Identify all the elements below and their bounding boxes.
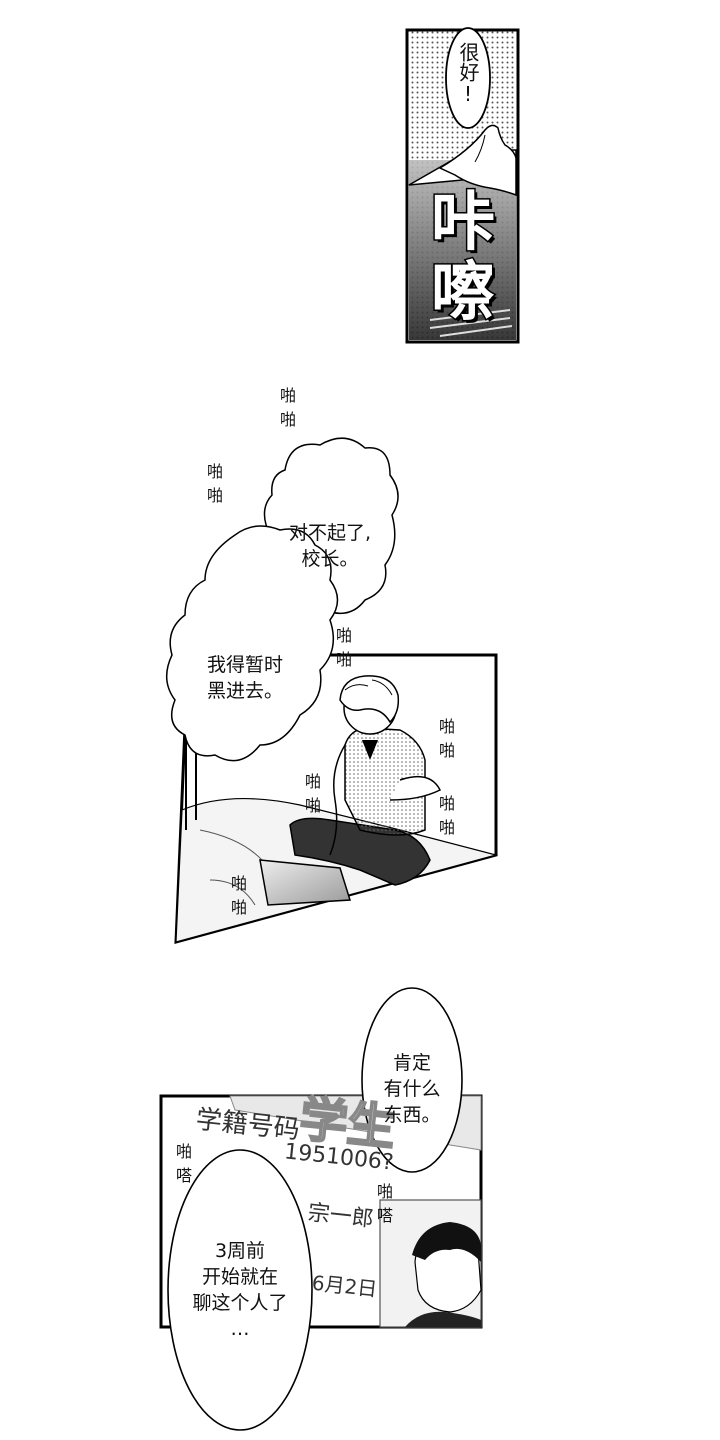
typing-sfx-2: 啪啪 [206,462,223,505]
bubble-three-weeks-line-1: 3周前 [214,1240,266,1262]
doc-name: 宗一郎 [306,1200,375,1233]
bubble-something-line-1: 肯定 [392,1052,431,1074]
bubble-apology-line-2: 校长。 [301,548,359,570]
bubble-apology: 对不起了, 校长。 [270,520,390,572]
click-sfx-2: 啪嗒 [376,1182,393,1225]
bubble-three-weeks: 3周前 开始就在 聊这个人了 … [170,1238,310,1342]
bubble-three-weeks-line-2: 开始就在 [201,1266,278,1288]
bubble-three-weeks-line-4: … [230,1318,250,1340]
bubble-hack: 我得暂时 黑进去。 [185,652,305,704]
bubble-apology-line-1: 对不起了, [288,522,372,544]
bubble-something: 肯定 有什么 东西。 [370,1050,454,1128]
bubble-something-line-3: 东西。 [383,1104,441,1126]
typing-sfx-5: 啪啪 [304,772,321,815]
typing-sfx-7: 啪啪 [230,874,247,917]
snap-sfx: 咔嚓 [430,186,497,330]
typing-sfx-4: 啪啪 [438,717,455,760]
speech-text: 很好! [456,42,480,106]
typing-sfx-3: 啪啪 [335,626,352,669]
click-sfx-1: 啪嗒 [175,1142,192,1185]
bubble-three-weeks-line-3: 聊这个人了 [192,1292,288,1314]
bubble-hack-line-2: 黑进去。 [206,680,283,702]
typing-sfx-6: 啪啪 [438,794,455,837]
bubble-something-line-2: 有什么 [383,1078,441,1100]
bubble-hack-line-1: 我得暂时 [206,654,283,676]
typing-sfx-1: 啪啪 [279,386,296,429]
